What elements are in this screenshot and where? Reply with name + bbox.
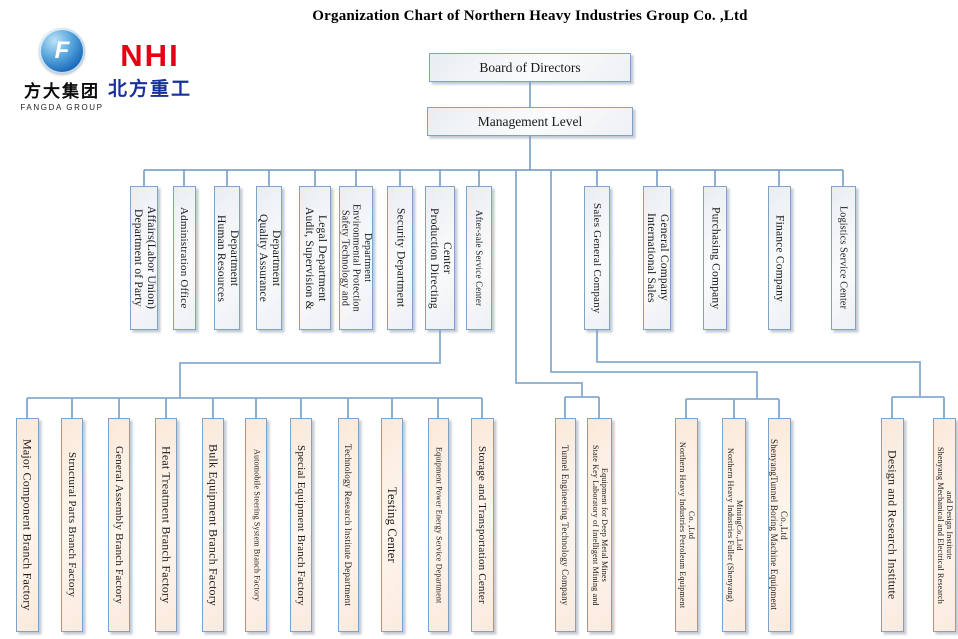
node-level2-4-label: Audit, Supervision & Legal Department [303, 206, 328, 310]
node-level3-12: State Key Laboratory of Intelligent Mini… [586, 418, 612, 632]
node-level2-11-label: Purchasing Company [709, 206, 722, 310]
node-level3-12-label: State Key Laboratory of Intelligent Mini… [591, 444, 609, 606]
node-level3-13: Northern Heavy Industries Petroleum Equi… [674, 418, 698, 632]
node-level3-11-label: Tunnel Engineering Technology Company [560, 444, 571, 606]
node-level3-3-label: Heat Treatment Branch Factory [159, 446, 174, 604]
node-level2-9-label: Sales General Company [591, 202, 604, 314]
fangda-f-glyph: F [54, 37, 70, 64]
node-level2-8: After-sale Service Center [466, 186, 492, 330]
nhi-logo: NHI 北方重工 [104, 40, 196, 101]
node-management: Management Level [427, 107, 633, 136]
node-level2-6-label: Security Department [394, 208, 407, 308]
node-level3-2: General Assembly Branch Factory [108, 418, 130, 632]
node-level3-5-label: Automobile Steering System Branch Factor… [252, 448, 262, 602]
node-level3-14: Northern Heavy Industries Fuller (Shenya… [722, 418, 746, 632]
node-level3-7: Technology Research Institute Department [337, 418, 359, 632]
node-level3-8: Testing Center [381, 418, 403, 632]
node-level2-0: Department of Party Affairs(Labor Union) [130, 186, 158, 330]
node-level2-7: Production Directing Center [425, 186, 455, 330]
node-level3-6-label: Special Equipment Branch Factory [295, 444, 308, 606]
node-level2-1-label: Administration Office [178, 207, 191, 309]
node-level3-16: Design and Research Institute [880, 418, 904, 632]
node-level3-15: ShenyangTunnel Boring Machine Equipment … [767, 418, 791, 632]
node-level3-16-label: Design and Research Institute [885, 450, 900, 600]
node-level3-17-label: Shenyang Mechanical and Electrical Resea… [936, 446, 954, 604]
node-level2-3-label: Quality Assurance Department [257, 213, 282, 303]
node-level2-5: Safety Technology and Environmental Prot… [339, 186, 373, 330]
node-level3-1-label: Structural Parts Branch Factory [66, 452, 79, 598]
node-level2-5-label: Safety Technology and Environmental Prot… [339, 204, 373, 312]
node-level3-2-label: General Assembly Branch Factory [113, 445, 126, 605]
node-level3-8-label: Testing Center [385, 487, 399, 563]
node-level2-2: Human Resources Department [214, 186, 240, 330]
node-level2-0-label: Department of Party Affairs(Labor Union) [132, 206, 157, 310]
node-level2-13: Logistics Service Center [830, 186, 856, 330]
node-level2-3: Quality Assurance Department [256, 186, 282, 330]
node-level3-0: Major Component Branch Factory [15, 418, 39, 632]
node-level2-2-label: Human Resources Department [215, 214, 240, 302]
fangda-globe-icon: F [39, 28, 85, 74]
node-level2-9: Sales General Company [584, 186, 610, 330]
node-level2-6: Security Department [387, 186, 413, 330]
node-level3-4: Bulk Equipment Branch Factory [202, 418, 224, 632]
node-level3-3: Heat Treatment Branch Factory [155, 418, 177, 632]
node-level2-8-label: After-sale Service Center [474, 209, 485, 307]
node-level3-10-label: Storage and Transportation Center [476, 446, 489, 604]
nhi-abbreviation: NHI [120, 38, 180, 73]
nhi-chinese-name: 北方重工 [107, 79, 192, 100]
node-level2-12-label: Finance Company [773, 214, 786, 302]
node-level3-9: Equipment Power Energy Service Departmen… [427, 418, 449, 632]
page-title: Organization Chart of Northern Heavy Ind… [312, 8, 748, 24]
fangda-chinese-name: 方大集团 [24, 82, 100, 101]
node-level3-9-label: Equipment Power Energy Service Departmen… [434, 446, 444, 604]
node-level3-15-label: ShenyangTunnel Boring Machine Equipment … [769, 439, 790, 611]
node-level3-11: Tunnel Engineering Technology Company [554, 418, 576, 632]
node-level3-5: Automobile Steering System Branch Factor… [245, 418, 267, 632]
node-level3-10: Storage and Transportation Center [470, 418, 494, 632]
node-level2-12: Finance Company [767, 186, 791, 330]
fangda-english-name: FANGDA GROUP [20, 103, 104, 112]
node-board: Board of Directors [429, 53, 631, 82]
node-level3-0-label: Major Component Branch Factory [20, 439, 35, 611]
node-board-label: Board of Directors [479, 59, 581, 75]
node-level3-7-label: Technology Research Institute Department [343, 443, 354, 607]
node-level3-14-label: Northern Heavy Industries Fuller (Shenya… [726, 448, 744, 602]
node-level2-11: Purchasing Company [703, 186, 727, 330]
node-level2-13-label: Logistics Service Center [837, 206, 849, 310]
node-level3-6: Special Equipment Branch Factory [290, 418, 312, 632]
fangda-group-logo: F 方大集团 FANGDA GROUP [16, 28, 108, 112]
node-level3-4-label: Bulk Equipment Branch Factory [206, 443, 221, 607]
node-level3-13-label: Northern Heavy Industries Petroleum Equi… [678, 441, 696, 609]
node-level2-4: Audit, Supervision & Legal Department [299, 186, 331, 330]
node-level2-10: International Sales General Company [643, 186, 671, 330]
node-management-label: Management Level [477, 113, 583, 129]
node-level3-1: Structural Parts Branch Factory [61, 418, 83, 632]
node-level2-1: Administration Office [172, 186, 196, 330]
node-level2-10-label: International Sales General Company [645, 213, 670, 303]
node-level3-17: Shenyang Mechanical and Electrical Resea… [932, 418, 956, 632]
node-level2-7-label: Production Directing Center [428, 207, 453, 309]
